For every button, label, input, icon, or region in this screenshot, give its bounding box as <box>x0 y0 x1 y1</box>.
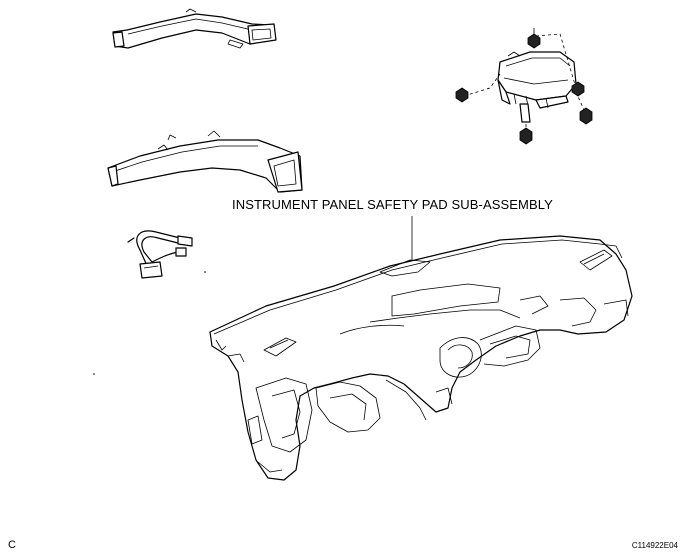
bolt-icon <box>519 127 533 145</box>
figure-code: C114922E04 <box>631 541 678 550</box>
bolt-icon <box>455 87 469 103</box>
upper-air-duct-icon <box>112 8 277 49</box>
bolt-icon <box>579 107 593 125</box>
bolt-icon <box>571 81 585 97</box>
bolt-icon <box>527 28 541 49</box>
wire-harness-icon <box>127 230 193 279</box>
stray-mark <box>204 271 206 273</box>
stray-mark <box>93 373 95 375</box>
corner-letter: C <box>8 539 16 551</box>
lower-air-duct-icon <box>107 130 303 193</box>
callout-label: INSTRUMENT PANEL SAFETY PAD SUB-ASSEMBLY <box>232 197 553 212</box>
airbag-assembly-icon <box>455 28 593 145</box>
instrument-panel-icon <box>209 235 633 481</box>
